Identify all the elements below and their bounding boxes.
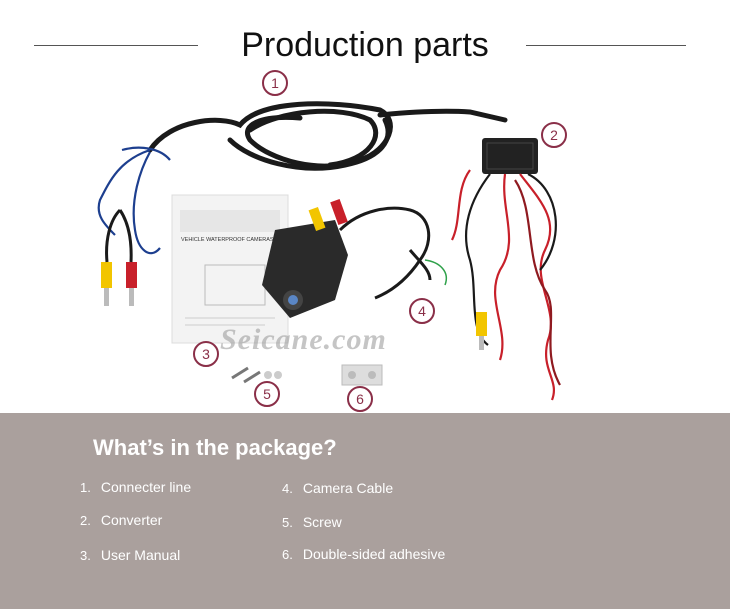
camera-cable: [338, 206, 432, 300]
package-item-5: 5. Screw: [282, 514, 342, 530]
package-item-6: 6. Double-sided adhesive: [282, 546, 445, 562]
page-title: Production parts: [241, 26, 489, 64]
item-label: Connecter line: [100, 479, 192, 495]
item-label: Camera Cable: [302, 480, 394, 496]
item-number: 1.: [80, 480, 91, 495]
package-item-4: 4. Camera Cable: [282, 480, 393, 496]
item-number: 6.: [282, 547, 293, 562]
title-row: Production parts: [0, 0, 730, 90]
connector-line-cable: [147, 101, 508, 171]
converter-wires: [451, 169, 561, 401]
item-label: Double-sided adhesive: [302, 546, 446, 562]
green-wire: [424, 259, 447, 286]
watermark: Seicane.com: [220, 323, 387, 356]
title-divider-right: [526, 45, 686, 46]
package-item-3: 3. User Manual: [80, 547, 180, 563]
package-item-1: 1. Connecter line: [80, 479, 191, 495]
package-panel: What’s in the package? 1.Connecter line …: [0, 413, 730, 609]
callout-5: 5: [254, 381, 280, 407]
item-number: 4.: [282, 481, 293, 496]
screw-parts: [231, 366, 282, 384]
callout-3: 3: [193, 341, 219, 367]
item-number: 5.: [282, 515, 293, 530]
item-label: Converter: [100, 512, 163, 528]
item-number: 3.: [80, 548, 91, 563]
camera-body: [262, 199, 348, 318]
callout-6: 6: [347, 386, 373, 412]
package-title: What’s in the package?: [93, 435, 337, 460]
item-label: User Manual: [100, 547, 181, 563]
blue-wire: [97, 146, 171, 255]
converter-box: [482, 138, 538, 174]
callout-4: 4: [409, 298, 435, 324]
item-number: 2.: [80, 513, 91, 528]
right-rca-connector: [476, 312, 487, 350]
adhesive-pad: [341, 364, 383, 386]
title-divider-left: [34, 45, 198, 46]
left-rca-connectors: [101, 208, 137, 306]
product-photo: VEHICLE WATERPROOF CAMERAS: [97, 101, 561, 401]
manual-title: VEHICLE WATERPROOF CAMERAS: [181, 237, 274, 243]
callout-2: 2: [541, 122, 567, 148]
package-item-2: 2. Converter: [80, 512, 162, 528]
item-label: Screw: [302, 514, 342, 530]
callout-1: 1: [262, 70, 288, 96]
